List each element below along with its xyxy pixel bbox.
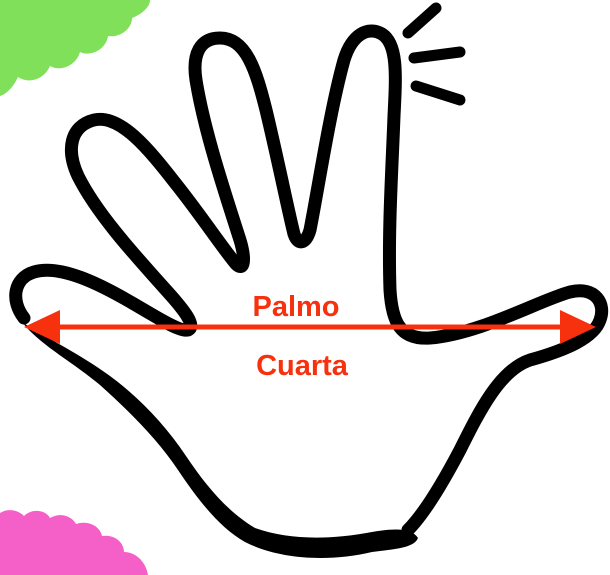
cuarta-label: Cuarta <box>256 350 349 382</box>
pink-scallop-decoration <box>0 510 148 575</box>
motion-lines-icon <box>408 8 460 100</box>
palmo-label: Palmo <box>252 291 339 323</box>
green-scallop-decoration <box>0 0 150 96</box>
